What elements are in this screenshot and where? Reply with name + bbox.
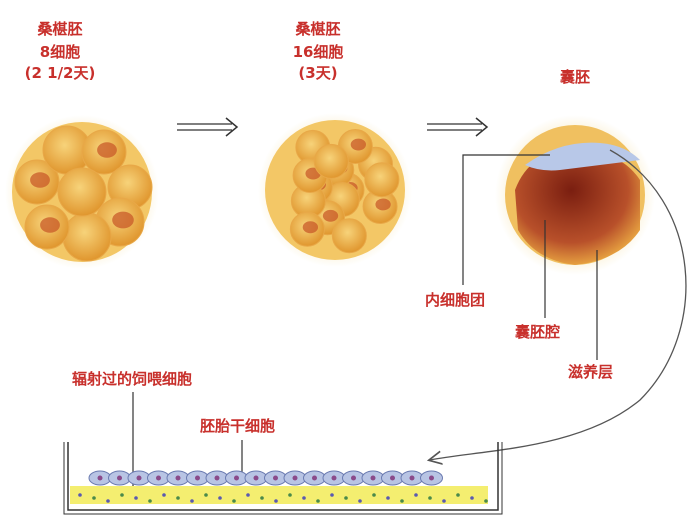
nucleus [370, 475, 376, 481]
feeder-cell [400, 499, 404, 503]
nucleus [175, 475, 181, 481]
stage-label-morula-8: 桑椹胚 8细胞 (2 1/2天) [25, 20, 96, 82]
nucleus [112, 211, 134, 229]
nucleus [156, 475, 161, 481]
svg-text:桑椹胚: 桑椹胚 [37, 20, 82, 38]
nucleus [409, 475, 415, 481]
feeder-cell [428, 496, 432, 500]
feeder-cell [190, 499, 194, 503]
feeder-cell [316, 499, 320, 503]
nucleus [253, 475, 259, 481]
nucleus [312, 475, 317, 481]
nucleus [302, 221, 319, 234]
inner-cell-mass [525, 142, 640, 171]
feeder-cell [344, 496, 348, 500]
nucleus [351, 475, 356, 481]
feeder-cell [78, 493, 82, 497]
feeder-cell [456, 493, 460, 497]
stage-label-morula-16: 桑椹胚 16细胞 (3天) [293, 20, 344, 82]
blastomere [313, 143, 349, 179]
feeder-cell [470, 496, 474, 500]
nucleus [97, 142, 117, 158]
nucleus [273, 475, 278, 481]
feeder-cell [120, 493, 124, 497]
blastocoel-cavity [515, 150, 640, 265]
blastomere [331, 218, 367, 254]
nucleus [97, 475, 103, 481]
arrow-right-icon [427, 117, 489, 137]
label-feeder-cells: 辐射过的饲喂细胞 [72, 370, 192, 388]
nucleus [40, 217, 60, 233]
feeder-cell [484, 499, 488, 503]
feeder-cell [330, 493, 334, 497]
culture-dish [63, 442, 503, 515]
nucleus [375, 198, 391, 211]
nucleus [117, 475, 122, 481]
svg-text:(3天): (3天) [298, 64, 337, 82]
feeder-cell [204, 493, 208, 497]
nucleus [234, 475, 239, 481]
blastocyst [495, 115, 655, 275]
nucleus [331, 475, 337, 481]
nucleus [136, 475, 142, 481]
feeder-cell [162, 493, 166, 497]
nucleus [214, 475, 220, 481]
nucleus [30, 172, 50, 188]
transfer-arrow [430, 149, 687, 460]
feeder-cell [176, 496, 180, 500]
nucleus [350, 138, 367, 151]
nucleus [429, 475, 434, 481]
morula-8-cell [5, 115, 159, 269]
svg-text:8细胞: 8细胞 [40, 43, 80, 61]
svg-text:(2 1/2天): (2 1/2天) [25, 64, 96, 82]
morula-16-cell [258, 113, 412, 267]
feeder-cell [246, 493, 250, 497]
nucleus [195, 475, 200, 481]
feeder-cell [106, 499, 110, 503]
label-inner-cell-mass: 内细胞团 [425, 291, 485, 309]
stage-label-blastocyst: 囊胚 [559, 68, 590, 86]
feeder-cell [218, 496, 222, 500]
feeder-cell [260, 496, 264, 500]
feeder-cell [274, 499, 278, 503]
label-blastocoel: 囊胚腔 [514, 323, 560, 341]
feeder-cell [302, 496, 306, 500]
label-es-cells: 胚胎干细胞 [200, 417, 275, 435]
nucleus [390, 475, 395, 481]
feeder-cell [92, 496, 96, 500]
nucleus [292, 475, 298, 481]
svg-text:16细胞: 16细胞 [293, 43, 344, 61]
blastomere [62, 212, 112, 262]
arrow-right-icon [177, 117, 239, 137]
feeder-cell [148, 499, 152, 503]
blastomere [57, 167, 107, 217]
svg-text:桑椹胚: 桑椹胚 [295, 20, 340, 38]
feeder-cell [414, 493, 418, 497]
feeder-layer [70, 486, 488, 504]
feeder-cell [386, 496, 390, 500]
nucleus [322, 209, 339, 222]
feeder-cell [288, 493, 292, 497]
feeder-cell [442, 499, 446, 503]
blastomere [364, 162, 400, 198]
feeder-cell [232, 499, 236, 503]
label-trophoblast: 滋养层 [568, 363, 613, 381]
feeder-cell [358, 499, 362, 503]
feeder-cell [372, 493, 376, 497]
feeder-cell [134, 496, 138, 500]
